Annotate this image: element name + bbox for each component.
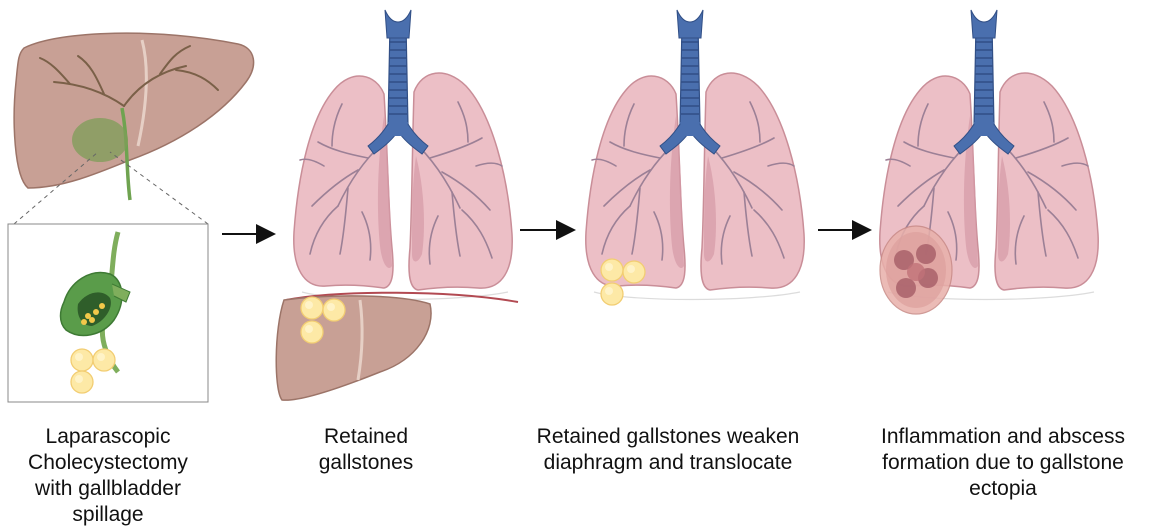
caption-retained: Retained gallstones — [296, 424, 436, 476]
lungs-step-3 — [584, 9, 806, 301]
abscess — [879, 225, 953, 315]
caption-line: ectopia — [969, 477, 1037, 500]
caption-line: diaphragm and translocate — [543, 451, 793, 474]
caption-line: gallstones — [318, 451, 414, 474]
gallbladder — [72, 118, 128, 162]
caption-spillage: Laparascopic Cholecystectomy with gallbl… — [8, 424, 208, 528]
caption-line: Cholecystectomy — [28, 451, 188, 474]
caption-line: spillage — [72, 503, 144, 526]
caption-line: with gallbladder — [35, 477, 181, 500]
caption-abscess: Inflammation and abscess formation due t… — [856, 424, 1150, 502]
caption-translocation: Retained gallstones weaken diaphragm and… — [516, 424, 820, 476]
caption-line: Retained — [323, 425, 409, 448]
caption-line: Inflammation and abscess — [881, 425, 1125, 448]
liver-with-gallbladder — [13, 32, 255, 201]
caption-line: formation due to gallstone — [882, 451, 1124, 474]
caption-line: Retained gallstones weaken — [536, 425, 800, 448]
liver-step-2 — [275, 295, 432, 401]
lungs-step-2 — [292, 9, 514, 301]
caption-line: Laparascopic — [45, 425, 171, 448]
